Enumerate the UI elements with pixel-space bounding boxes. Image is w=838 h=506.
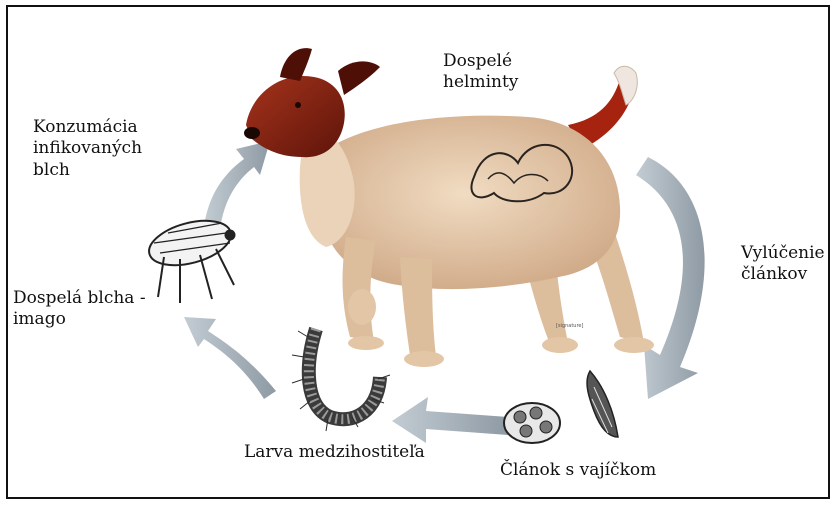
- label-adult-helminths: Dospelé helminty: [443, 51, 518, 94]
- label-adult-flea: Dospelá blcha - imago: [13, 288, 146, 331]
- arrow-to-larva: [392, 397, 508, 443]
- flea-illustration: [144, 213, 235, 303]
- label-egg-segment: Článok s vajíčkom: [500, 460, 656, 481]
- arrow-to-dog: [204, 141, 270, 229]
- dog-illustration: [signature]: [244, 48, 654, 367]
- arrow-to-flea: [184, 317, 276, 399]
- label-segment-shedding: Vylúčenie článkov: [741, 243, 825, 286]
- diagram-frame: [signature] Dospelé helminty Ko: [6, 5, 830, 499]
- svg-text:[signature]: [signature]: [556, 323, 584, 329]
- proglottid-illustration: [587, 371, 618, 437]
- arrow-shedding: [636, 157, 705, 399]
- label-flea-consumption: Konzumácia infikovaných blch: [33, 117, 142, 181]
- label-intermediate-larva: Larva medzihostiteľa: [244, 442, 425, 463]
- egg-segment-illustration: [504, 403, 560, 443]
- life-cycle-illustration: [signature]: [8, 7, 832, 501]
